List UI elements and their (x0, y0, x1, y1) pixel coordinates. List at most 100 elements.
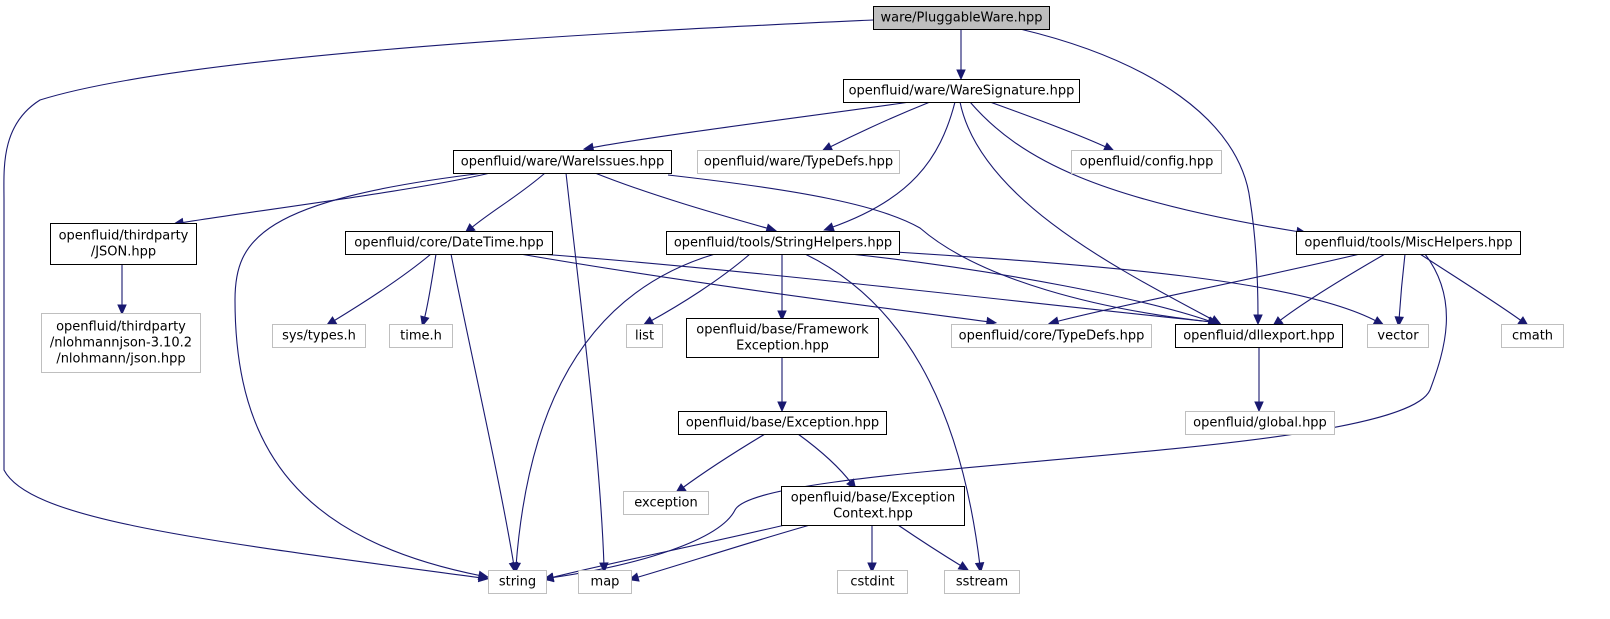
node-box (837, 570, 908, 594)
node-box (1367, 324, 1429, 348)
edge-line (989, 101, 1109, 149)
edge-exceptioncontext-to-sstream (897, 524, 970, 571)
arrowhead-icon (765, 223, 777, 233)
edge-line (1054, 253, 1361, 323)
edge-wareissues-to-datetime (464, 172, 546, 234)
node-timeh: time.h (389, 324, 453, 348)
arrowhead-icon (821, 142, 834, 152)
node-wareissues[interactable]: openfluid/ware/WareIssues.hpp (453, 150, 672, 174)
edge-line (549, 253, 1447, 579)
node-label: openfluid/tools/StringHelpers.hpp (674, 236, 892, 251)
arrowhead-icon (1372, 316, 1385, 326)
edge-mischelpers-to-dllexport (1272, 253, 1386, 327)
node-box (272, 324, 366, 348)
edge-stringhelpers-to-string (511, 253, 716, 574)
arrowhead-icon (420, 315, 430, 327)
node-systypes: sys/types.h (272, 324, 366, 348)
edge-mischelpers-to-vector (1394, 253, 1406, 328)
edge-line (827, 101, 931, 149)
edge-line (179, 172, 491, 224)
node-cmath: cmath (1501, 324, 1564, 348)
edge-line (331, 253, 432, 323)
arrowhead-icon (823, 222, 835, 232)
node-map: map (578, 570, 632, 594)
edge-line (1277, 253, 1386, 323)
node-box (678, 411, 887, 435)
node-label: openfluid/thirdparty (56, 320, 186, 335)
node-box (623, 491, 709, 515)
edge-line (519, 253, 991, 323)
arrowhead-icon (957, 561, 970, 571)
node-waresignature[interactable]: openfluid/ware/WareSignature.hpp (843, 79, 1080, 103)
node-config: openfluid/config.hpp (1071, 150, 1222, 174)
node-box (944, 570, 1020, 594)
edge-exceptioncontext-to-cstdint (867, 525, 877, 574)
edge-mischelpers-to-cmath (1419, 253, 1529, 327)
node-box (697, 150, 900, 174)
edge-mischelpers-to-core-typedefs (1048, 253, 1361, 326)
arrowhead-icon (1394, 316, 1404, 328)
node-label: /nlohmann/json.hpp (56, 352, 185, 367)
node-datetime[interactable]: openfluid/core/DateTime.hpp (345, 231, 553, 255)
arrowhead-icon (777, 401, 787, 413)
node-json[interactable]: openfluid/thirdparty/JSON.hpp (50, 223, 197, 265)
arrowhead-icon (1048, 316, 1060, 326)
node-label: openfluid/ware/WareSignature.hpp (849, 84, 1075, 99)
node-box (686, 318, 879, 358)
node-label: openfluid/dllexport.hpp (1183, 329, 1335, 344)
edge-waresignature-to-ware-typedefs (821, 101, 931, 152)
node-box (41, 313, 201, 373)
node-vector: vector (1367, 324, 1429, 348)
edge-line (589, 101, 911, 149)
edge-line (959, 101, 1216, 322)
arrowhead-icon (956, 69, 966, 81)
arrowhead-icon (867, 562, 877, 574)
node-box (1175, 324, 1343, 348)
edge-line (897, 524, 964, 568)
edge-line (797, 433, 853, 485)
edge-json-to-nlohmann (117, 264, 127, 316)
edge-line (829, 101, 956, 229)
edge-line (849, 253, 1213, 323)
arrowhead-icon (974, 561, 985, 574)
edge-stringhelpers-to-sstream (804, 253, 985, 574)
edge-line (594, 172, 771, 230)
edge-line (1019, 28, 1259, 319)
node-label: Exception.hpp (736, 339, 829, 354)
node-box (626, 324, 663, 348)
edge-exceptioncontext-to-map (628, 524, 811, 582)
edge-line (969, 101, 1301, 233)
edge-line (539, 253, 1213, 323)
node-mischelpers[interactable]: openfluid/tools/MiscHelpers.hpp (1296, 231, 1521, 255)
node-label: openfluid/ware/TypeDefs.hpp (704, 155, 893, 170)
node-exception-hpp[interactable]: openfluid/base/Exception.hpp (678, 411, 887, 435)
edge-line (894, 251, 1379, 323)
node-pluggableware[interactable]: ware/PluggableWare.hpp (873, 6, 1050, 30)
node-core-typedefs: openfluid/core/TypeDefs.hpp (951, 324, 1152, 348)
nodes-layer: ware/PluggableWare.hpp openfluid/ware/War… (41, 6, 1564, 594)
edge-pluggableware-to-dllexport (1019, 28, 1263, 326)
arrowhead-icon (325, 316, 338, 326)
node-sstream: sstream (944, 570, 1020, 594)
node-stringhelpers[interactable]: openfluid/tools/StringHelpers.hpp (666, 231, 900, 255)
node-label: openfluid/thirdparty (59, 229, 189, 244)
node-box (666, 231, 900, 255)
edge-datetime-to-dllexport (539, 253, 1220, 327)
edge-pluggableware-to-waresignature (956, 29, 966, 81)
node-cstdint: cstdint (837, 570, 908, 594)
edge-line (450, 253, 515, 567)
edge-frameworkexception-to-exception-hpp (777, 357, 787, 413)
node-box (1071, 150, 1222, 174)
edge-line (648, 253, 751, 323)
node-dllexport[interactable]: openfluid/dllexport.hpp (1175, 324, 1343, 348)
node-box (1185, 411, 1335, 435)
edges-layer (3, 19, 1529, 583)
node-label: sys/types.h (282, 329, 356, 344)
node-box (578, 570, 632, 594)
edge-line (565, 172, 605, 567)
node-label: openfluid/base/Exception.hpp (686, 416, 879, 431)
node-box (781, 486, 965, 526)
